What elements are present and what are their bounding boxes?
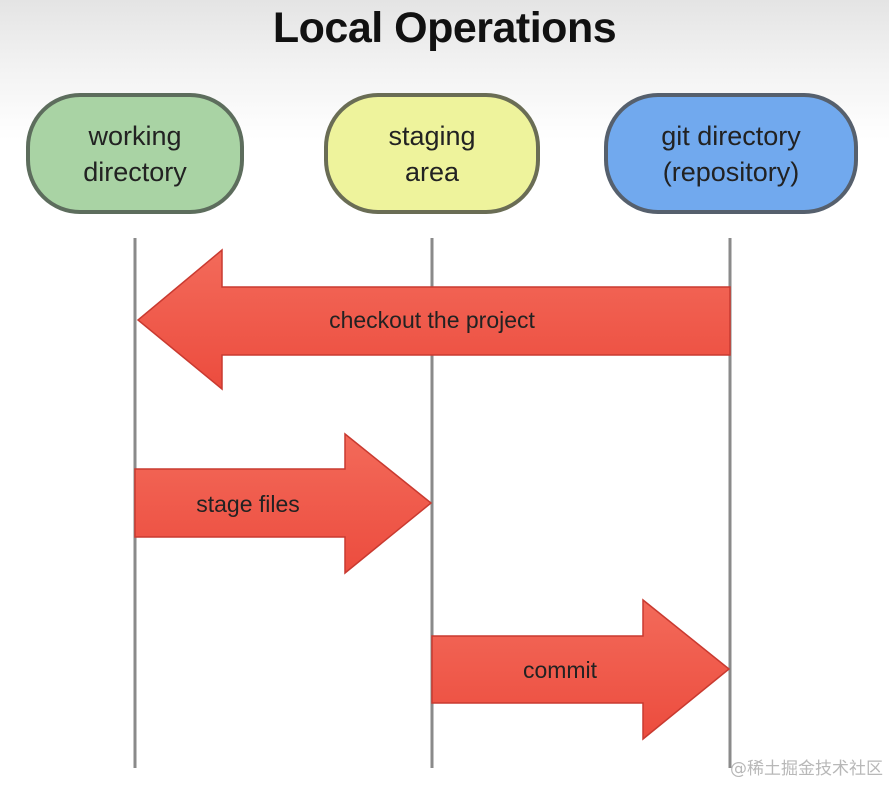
arrow-checkout-label: checkout the project bbox=[329, 307, 535, 333]
node-staging-line1: staging bbox=[388, 121, 475, 151]
arrow-commit-label: commit bbox=[523, 657, 598, 683]
node-git-directory: git directory (repository) bbox=[604, 93, 858, 214]
node-git-line1: git directory bbox=[661, 121, 801, 151]
node-staging-line2: area bbox=[405, 157, 460, 187]
arrow-commit: commit bbox=[431, 598, 731, 741]
node-working-directory: working directory bbox=[26, 93, 244, 214]
arrow-stage-label: stage files bbox=[196, 491, 300, 517]
diagram-title: Local Operations bbox=[272, 4, 617, 52]
arrow-checkout: checkout the project bbox=[136, 248, 731, 391]
node-working-line2: directory bbox=[83, 157, 187, 187]
node-working-line1: working bbox=[87, 121, 181, 151]
node-staging-area: staging area bbox=[324, 93, 540, 214]
node-git-line2: (repository) bbox=[663, 157, 800, 187]
arrow-stage-files: stage files bbox=[134, 432, 433, 575]
watermark-text: @稀土掘金技术社区 bbox=[730, 759, 883, 779]
